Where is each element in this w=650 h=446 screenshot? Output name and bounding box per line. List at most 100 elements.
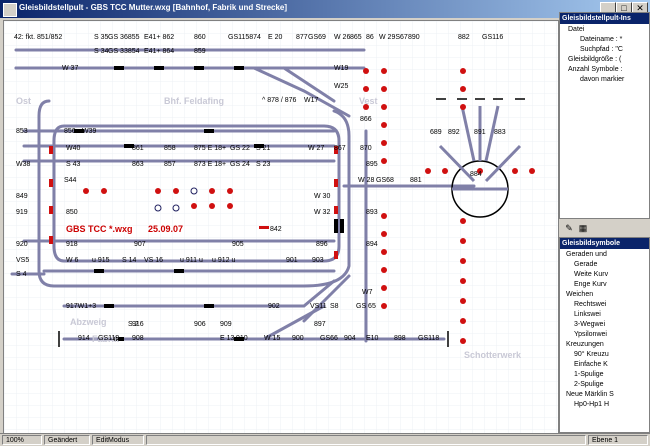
track-label: GBS TCC *.wxg	[66, 224, 133, 234]
track-diagram[interactable]	[4, 21, 558, 433]
symbols-tree[interactable]: Geraden und Gerade Weite Kurv Enge Kurv …	[560, 250, 649, 410]
tree-item-datei[interactable]: Datei	[568, 26, 585, 33]
tree-item-1-spulige[interactable]: 1-Spulige	[574, 371, 604, 378]
track-label: GS 65	[356, 303, 376, 310]
turntable-track-1	[438, 144, 476, 183]
track-label: 895	[366, 161, 378, 168]
track-label: W 37	[62, 65, 79, 72]
track-label: W17	[304, 97, 319, 104]
tree-item-dateiname[interactable]: Dateiname : *	[580, 36, 623, 43]
track-label: S 4	[16, 271, 27, 278]
track-loop-inner	[52, 124, 341, 263]
track-label: E 13	[220, 335, 235, 342]
tree-item-hp0-hp1[interactable]: Hp0-Hp1 H	[574, 401, 610, 408]
track-label: GS118	[418, 335, 440, 342]
grid-icon[interactable]: ▦	[578, 223, 588, 233]
track-diag-w19	[282, 66, 336, 103]
track-label: 893	[366, 209, 378, 216]
tree-item-90-kreuzung[interactable]: 90° Kreuzu	[574, 351, 609, 358]
status-zoom: 100%	[2, 435, 42, 445]
window-title: Gleisbildstellpult - GBS TCC Mutter.wxg …	[19, 3, 288, 12]
track-label: 920	[16, 241, 28, 248]
track-label: 875 E 18+	[194, 145, 227, 152]
track-label: GS 22	[230, 145, 250, 152]
track-label: VS11	[310, 303, 327, 310]
track-label: 891	[474, 129, 486, 136]
track-label: 863	[132, 161, 144, 168]
tree-item-weichen[interactable]: Weichen	[566, 291, 594, 298]
track-label: GS119	[98, 335, 120, 342]
tree-item-neue-maerklin[interactable]: Neue Märklin S	[566, 391, 614, 398]
tree-item-3-wegweiche[interactable]: 3-Wegwei	[574, 321, 605, 328]
track-label: W7	[362, 289, 373, 296]
tree-item-weite-kurve[interactable]: Weite Kurv	[574, 271, 609, 278]
tree-item-suchpfad[interactable]: Suchpfad : "C	[580, 46, 623, 53]
track-label: 870	[360, 145, 372, 152]
track-label: W40	[66, 145, 81, 152]
track-label: 882	[458, 34, 470, 41]
track-label: 908	[132, 335, 144, 342]
track-label: E41+ 862	[144, 34, 175, 41]
track-label: Ost	[16, 96, 32, 106]
track-label: 850	[66, 209, 78, 216]
track-label: 42: fkt. 851/852	[14, 34, 63, 41]
symbols-panel: Gleisbildsymbole Geraden und Gerade Weit…	[559, 237, 650, 433]
track-label: S 14	[122, 257, 137, 264]
track-label: W39	[82, 128, 97, 135]
tree-item-ypsilonweiche[interactable]: Ypsilonwei	[574, 331, 607, 338]
track-label: 906	[194, 321, 206, 328]
track-label: 849	[16, 193, 28, 200]
track-label: VS5	[16, 257, 30, 264]
track-label: S 34	[94, 48, 109, 55]
track-label: E 20	[268, 34, 283, 41]
track-label: 909	[220, 321, 232, 328]
tree-item-2-spulige[interactable]: 2-Spulige	[574, 381, 604, 388]
track-label: S 2	[128, 321, 139, 328]
track-label: 881	[410, 177, 422, 184]
track-label: GS 36855	[108, 34, 140, 41]
tree-item-einfache-kreuzung[interactable]: Einfache K	[574, 361, 608, 368]
track-label: 857	[164, 161, 176, 168]
tree-item-kreuzungen[interactable]: Kreuzungen	[566, 341, 604, 348]
tree-item-enge-kurve[interactable]: Enge Kurv	[574, 281, 607, 288]
track-label: 916	[132, 321, 144, 328]
track-label: 856	[64, 128, 76, 135]
title-bar: Gleisbildstellpult - GBS TCC Mutter.wxg …	[0, 0, 650, 18]
tree-item-gleisbildgroesse[interactable]: Gleisbildgröße : (	[568, 56, 622, 63]
track-label: 884	[470, 171, 482, 178]
track-label: GS116	[482, 34, 504, 41]
track-label: S 21	[256, 145, 271, 152]
track-label: 865	[350, 34, 362, 41]
pencil-icon[interactable]: ✎	[565, 223, 573, 233]
track-label: 853	[16, 128, 28, 135]
track-label: W 6	[66, 257, 79, 264]
tree-item-geraden[interactable]: Geraden und	[566, 251, 607, 258]
track-label: 86	[366, 34, 374, 41]
tree-item-rechtsweiche[interactable]: Rechtswei	[574, 301, 607, 308]
track-label: 25.09.07	[148, 224, 184, 234]
track-diag-w15	[262, 304, 326, 341]
track-lower	[62, 279, 336, 308]
tree-item-gerade[interactable]: Gerade	[574, 261, 598, 268]
track-label: W 30	[314, 193, 331, 200]
track-label: 901	[286, 257, 298, 264]
track-red-markers	[49, 146, 338, 259]
track-label: GS115874	[228, 34, 261, 41]
track-label: 919	[16, 209, 28, 216]
tree-item-anzahl-symbole[interactable]: Anzahl Symbole :	[568, 66, 623, 73]
track-label: 883	[494, 129, 506, 136]
track-label: Bhf. Feldafing	[164, 96, 224, 106]
white-lamps	[154, 187, 198, 212]
properties-panel: Gleisbildstellpult-Ins Datei Dateiname :…	[559, 12, 650, 219]
track-label: W 26	[334, 34, 351, 41]
properties-tree[interactable]: Datei Dateiname : * Suchpfad : "C Gleisb…	[560, 25, 649, 85]
track-label: S 43	[66, 161, 81, 168]
track-label: S8	[330, 303, 339, 310]
track-label: 897	[314, 321, 326, 328]
tree-item-linksweiche[interactable]: Linkswei	[574, 311, 601, 318]
turntable-track-5	[484, 144, 522, 183]
track-label: Vest	[359, 96, 378, 106]
tree-item-davon-markiert[interactable]: davon markier	[580, 76, 625, 83]
track-label: Abzweig	[70, 317, 107, 327]
